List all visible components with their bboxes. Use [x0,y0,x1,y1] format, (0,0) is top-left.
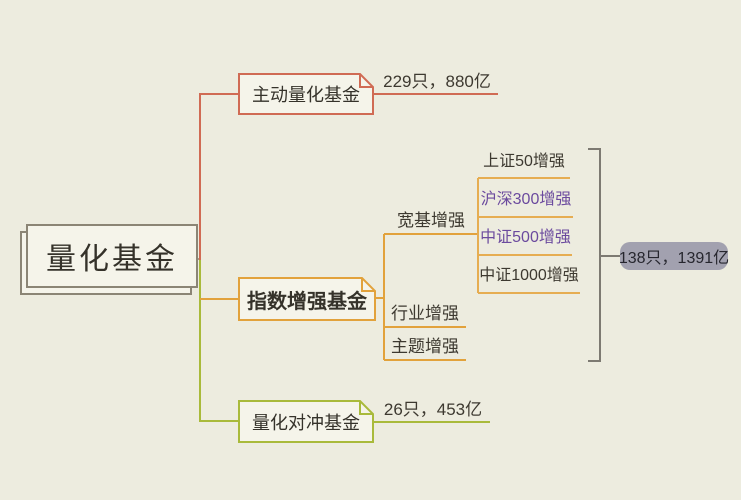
sse50-enhanced-label[interactable]: 上证50增强 [483,153,565,170]
theme-enhanced-label[interactable]: 主题增强 [391,337,459,356]
index-summary-badge[interactable]: 138只，1391亿 [618,242,730,270]
active-quant-fund-label: 主动量化基金 [252,85,360,105]
hedge-fund-node[interactable]: 量化对冲基金 [238,400,374,443]
hedge-fund-stat[interactable]: 26只，453亿 [383,400,483,419]
hedge-fund-label: 量化对冲基金 [252,412,360,433]
active-quant-fund-node[interactable]: 主动量化基金 [238,73,374,115]
index-enhanced-fund-label: 指数增强基金 [247,290,367,313]
csi1000-enhanced-label[interactable]: 中证1000增强 [479,267,579,284]
active-branch-connector [199,93,238,260]
summary-bracket [588,148,601,362]
hedge-branch-connector [199,258,238,422]
industry-enhanced-label[interactable]: 行业增强 [391,304,459,323]
index-enhanced-fund-node[interactable]: 指数增强基金 [238,277,376,321]
active-quant-fund-stat[interactable]: 229只，880亿 [383,72,491,91]
broad-base-enhanced-label[interactable]: 宽基增强 [397,211,465,230]
root-node-label: 量化基金 [46,243,178,276]
csi500-enhanced-label[interactable]: 中证500增强 [480,229,571,246]
csi300-enhanced-label[interactable]: 沪深300增强 [480,191,572,208]
root-node[interactable]: 量化基金 [26,224,198,288]
page-fold-icon [359,400,374,415]
page-fold-icon [361,277,376,292]
page-fold-icon [359,73,374,88]
index-summary-label: 138只，1391亿 [618,250,730,267]
